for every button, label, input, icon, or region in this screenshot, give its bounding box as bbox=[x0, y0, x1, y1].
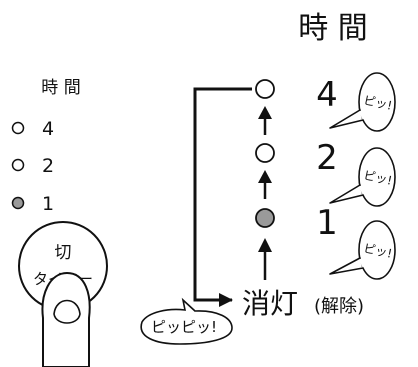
main-title: 時 間 bbox=[298, 11, 368, 46]
beep-text: ピッ! bbox=[362, 168, 393, 188]
press-beep-bubble: ピッピッ! bbox=[140, 297, 233, 345]
beep-bubble: ピッ! bbox=[329, 220, 396, 280]
sequence-up-arrow bbox=[258, 170, 272, 199]
panel-level-label: 2 bbox=[42, 155, 54, 177]
beep-text: ピッ! bbox=[362, 241, 393, 261]
sequence-lamp-4 bbox=[255, 79, 275, 99]
panel-level-label: 1 bbox=[42, 193, 54, 215]
button-label-line1: 切 bbox=[55, 243, 72, 263]
beep-bubble: ピッ! bbox=[329, 147, 396, 207]
beep-bubble: ピッ! bbox=[329, 72, 396, 132]
panel-level-row: 1 bbox=[11, 193, 54, 215]
beep-text: ピッ! bbox=[362, 93, 393, 113]
off-state-sublabel: (解除) bbox=[314, 296, 364, 317]
sequence-up-arrow bbox=[258, 238, 272, 280]
cycle-arrowhead bbox=[219, 293, 233, 307]
panel-lamp-4 bbox=[11, 121, 25, 135]
panel-level-row: 4 bbox=[11, 118, 54, 140]
cycle-bracket-line bbox=[193, 87, 252, 302]
finger-illustration bbox=[41, 271, 91, 367]
sequence-lamp-1 bbox=[255, 208, 275, 228]
panel-level-label: 4 bbox=[42, 118, 54, 140]
press-beep-text: ピッピッ! bbox=[151, 318, 217, 336]
panel-lamp-2 bbox=[11, 158, 25, 172]
sequence-lamp-2 bbox=[255, 143, 275, 163]
sequence-label-2: 2 bbox=[316, 138, 338, 178]
panel-lamp-1 bbox=[11, 196, 25, 210]
sequence-label-4: 4 bbox=[316, 75, 338, 115]
sequence-label-1: 1 bbox=[316, 203, 338, 243]
off-state-label: 消灯 bbox=[242, 287, 298, 320]
sequence-up-arrow bbox=[258, 106, 272, 135]
panel-heading: 時 間 bbox=[41, 78, 80, 98]
panel-level-row: 2 bbox=[11, 155, 54, 177]
